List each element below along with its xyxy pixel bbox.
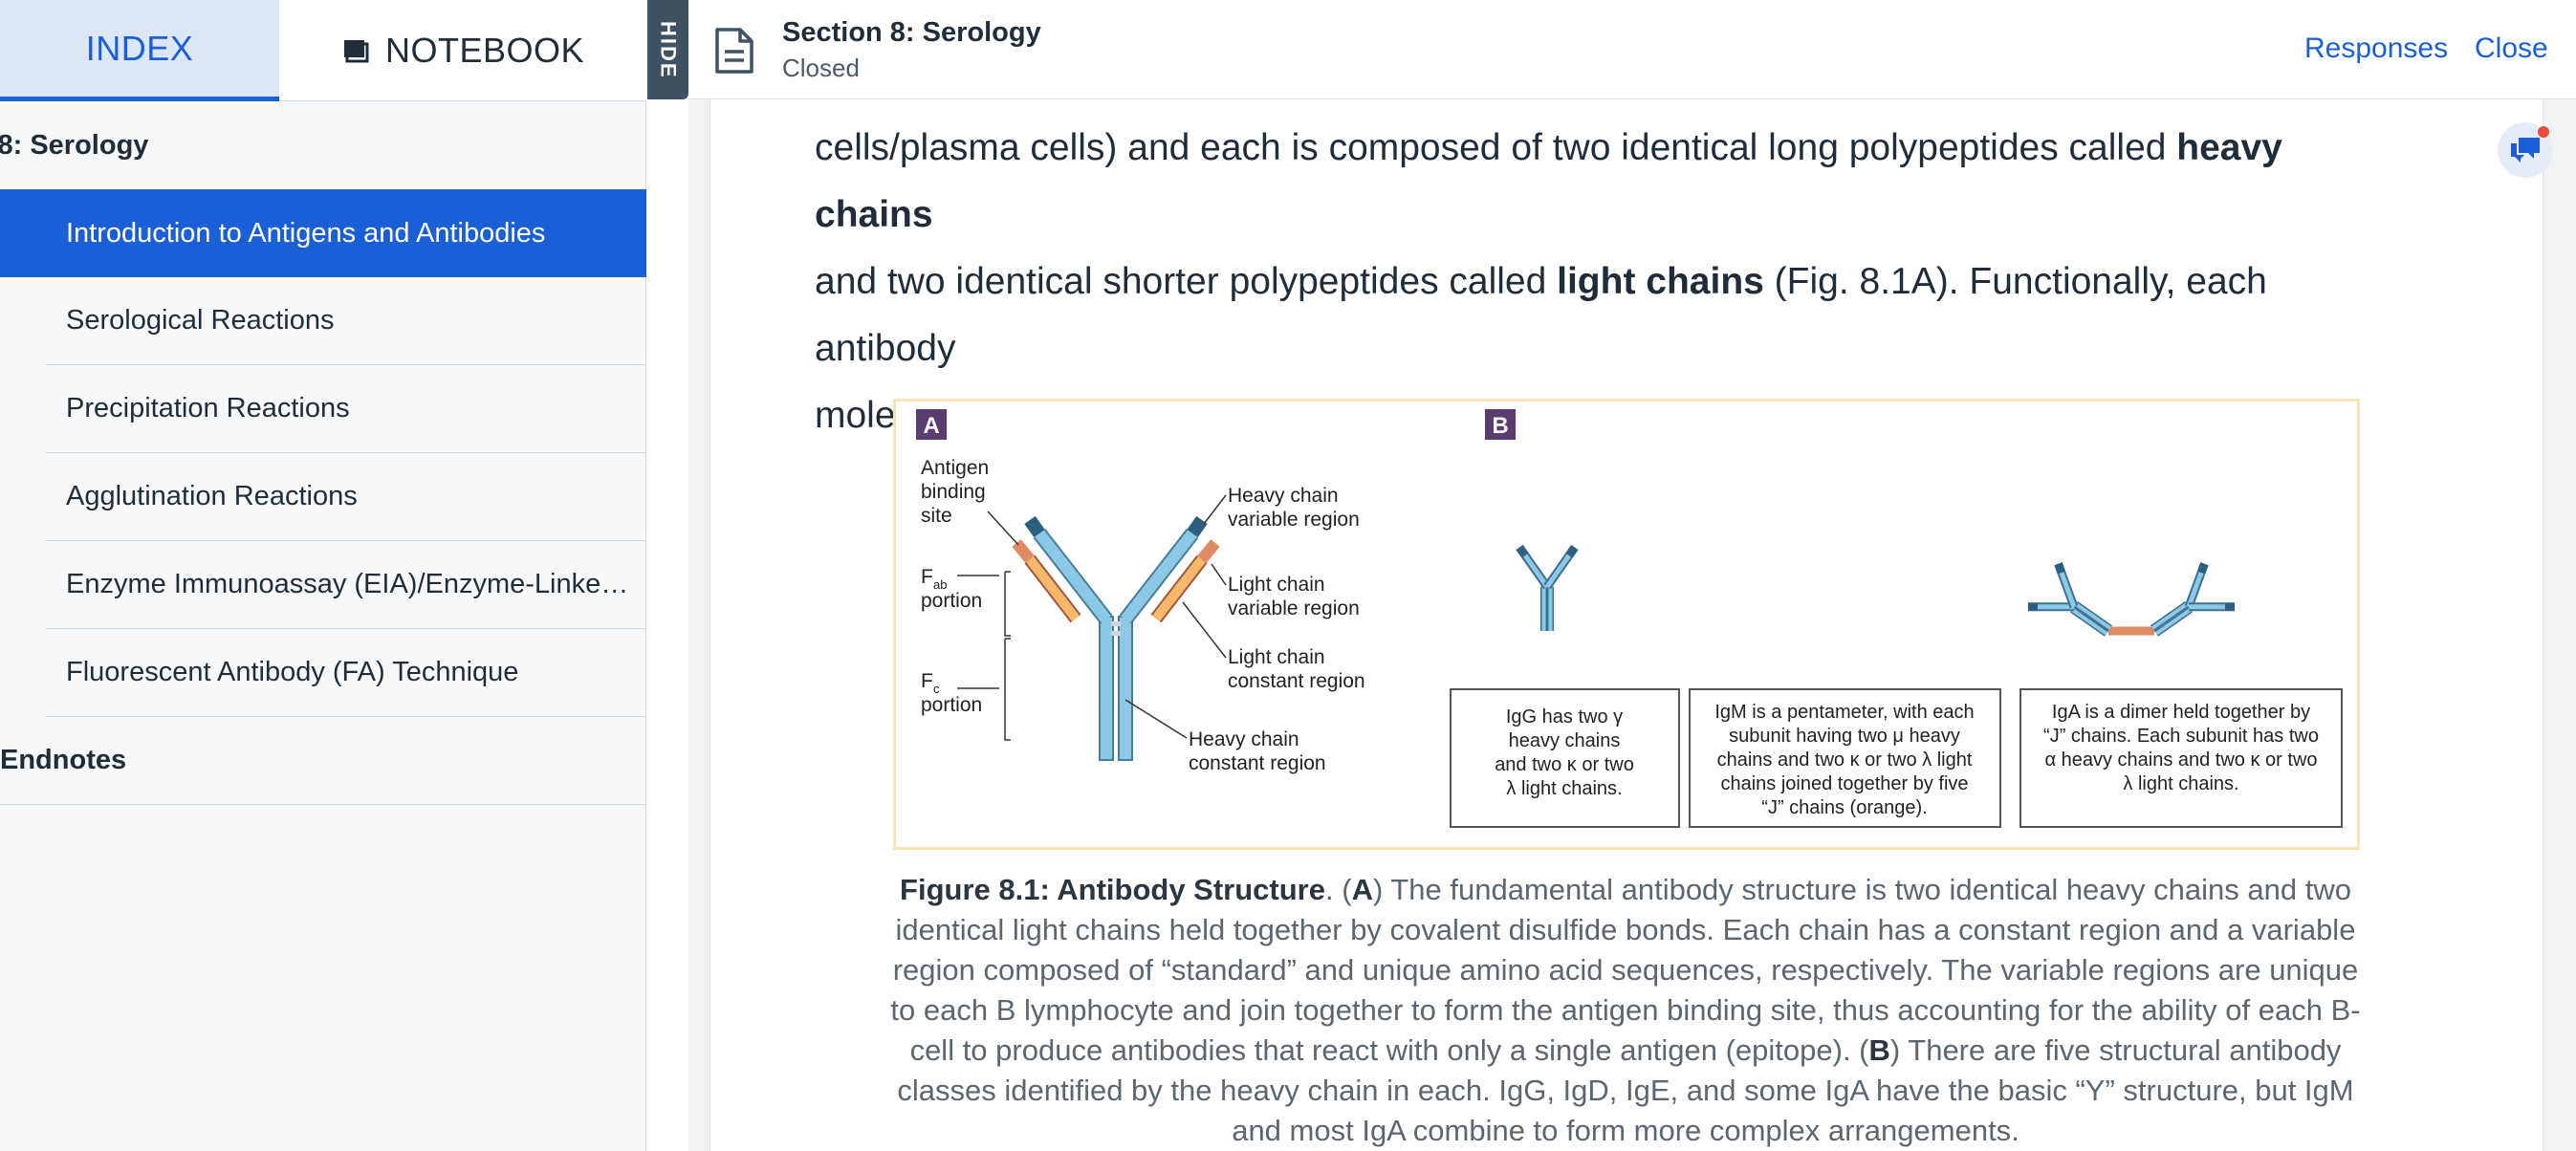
toc-item-enzyme-immunoassay[interactable]: Enzyme Immunoassay (EIA)/Enzyme-Linke… <box>46 541 646 629</box>
tab-notebook[interactable]: NOTEBOOK <box>279 0 646 101</box>
label-light-variable-2: variable region <box>1228 597 1360 619</box>
close-link[interactable]: Close <box>2475 33 2548 64</box>
igg-text-4: λ light chains. <box>1506 778 1622 799</box>
label-antigen-3: site <box>921 505 952 527</box>
section-title: Section 8: Serology <box>782 17 1041 48</box>
igm-text-5: “J” chains (orange). <box>1761 797 1927 818</box>
hide-panel-button[interactable]: HIDE <box>647 0 688 99</box>
igm-box <box>1689 688 2001 828</box>
igm-text-3: chains and two κ or two λ light <box>1717 749 1973 771</box>
label-light-variable-1: Light chain <box>1228 574 1325 596</box>
toc-item-intro-antigens[interactable]: Introduction to Antigens and Antibodies <box>0 189 646 277</box>
body-line-1: cells/plasma cells) and each is composed… <box>815 127 2282 235</box>
figure-caption: Figure 8.1: Antibody Structure. (A) The … <box>890 873 2361 1147</box>
toc-item-endnotes[interactable]: Endnotes <box>0 717 646 805</box>
tab-index-label: INDEX <box>85 28 194 68</box>
notification-dot <box>2538 126 2549 138</box>
label-fc-portion: portion <box>921 694 982 716</box>
panel-b-tag <box>1485 409 1516 440</box>
label-heavy-constant-2: constant region <box>1189 752 1326 774</box>
caption-text-a: ) The fundamental antibody structure is … <box>890 873 2361 1067</box>
caption-title: Figure 8.1: Antibody Structure <box>900 873 1325 906</box>
top-header: Section 8: Serology Closed Responses Clo… <box>688 0 2576 99</box>
label-light-constant-1: Light chain <box>1228 646 1325 668</box>
iga-box <box>2019 688 2343 828</box>
igg-molecule <box>1516 544 1579 631</box>
toc-item-precipitation-reactions[interactable]: Precipitation Reactions <box>46 365 646 453</box>
panel-b-label: B <box>1492 413 1508 439</box>
iga-text-2: “J” chains. Each subunit has two <box>2043 726 2319 747</box>
label-heavy-variable-1: Heavy chain <box>1228 485 1339 507</box>
caption-text-b: ) There are five structural antibody cla… <box>897 1033 2354 1147</box>
toc-item-serological-reactions[interactable]: Serological Reactions <box>46 277 646 365</box>
label-antigen-1: Antigen <box>921 457 989 479</box>
table-of-contents: on 8: Serology Introduction to Antigens … <box>0 101 646 805</box>
igg-text-3: and two κ or two <box>1495 754 1634 775</box>
notebook-icon <box>343 39 369 62</box>
antibody-y-large <box>1012 515 1220 761</box>
document-icon <box>715 28 753 74</box>
chat-button[interactable] <box>2498 122 2553 178</box>
tab-notebook-label: NOTEBOOK <box>384 30 585 70</box>
label-fab-f: F <box>921 566 933 588</box>
chat-icon <box>2511 138 2540 163</box>
caption-a: A <box>1351 873 1373 906</box>
label-fc-sub: c <box>933 682 940 696</box>
toc-section-title[interactable]: on 8: Serology <box>0 129 149 161</box>
iga-text-3: α heavy chains and two κ or two <box>2044 749 2317 771</box>
label-light-constant-2: constant region <box>1228 670 1365 692</box>
iga-text-4: λ light chains. <box>2123 773 2238 794</box>
label-fab-sub: ab <box>933 577 947 592</box>
label-heavy-constant-1: Heavy chain <box>1189 728 1299 750</box>
term-heavy-chains: heavy chains <box>815 127 2282 235</box>
body-line-2: and two identical shorter polypeptides c… <box>815 261 2267 369</box>
tab-index[interactable]: INDEX <box>0 0 279 101</box>
left-panel: INDEX NOTEBOOK on 8: Serology Introducti… <box>0 0 646 1151</box>
toc-item-fluorescent-antibody[interactable]: Fluorescent Antibody (FA) Technique <box>46 629 646 717</box>
igm-text-1: IgM is a pentameter, with each <box>1714 702 1974 723</box>
toc-item-agglutination-reactions[interactable]: Agglutination Reactions <box>46 453 646 541</box>
igm-text-2: subunit having two μ heavy <box>1729 726 1960 747</box>
igg-box <box>1450 688 1680 828</box>
hide-label: HIDE <box>656 20 681 79</box>
igg-text-1: IgG has two γ <box>1506 706 1623 728</box>
iga-molecule <box>2027 562 2236 637</box>
panel-a-label: A <box>923 413 939 439</box>
caption-b: B <box>1868 1033 1890 1067</box>
panel-a-tag <box>916 409 947 440</box>
label-fc-f: F <box>921 670 933 692</box>
term-light-chains: light chains <box>1557 261 1764 302</box>
label-fab-portion: portion <box>921 590 982 612</box>
panel-tabs: INDEX NOTEBOOK <box>0 0 646 101</box>
responses-link[interactable]: Responses <box>2304 33 2449 64</box>
iga-text-1: IgA is a dimer held together by <box>2052 702 2310 723</box>
label-antigen-2: binding <box>921 481 986 503</box>
igm-text-4: chains joined together by five <box>1720 773 1968 794</box>
igg-text-2: heavy chains <box>1509 730 1621 751</box>
section-status: Closed <box>782 54 860 82</box>
antibody-figure: A B <box>893 399 2360 850</box>
label-heavy-variable-2: variable region <box>1228 509 1360 531</box>
antibody-diagram: A B <box>916 409 2343 828</box>
